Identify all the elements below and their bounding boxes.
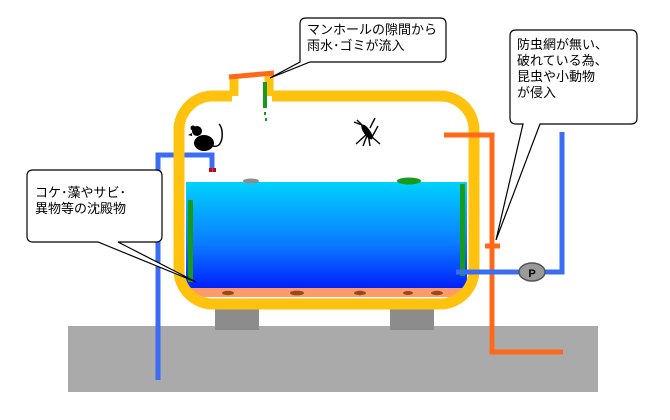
callout-manhole-line-2: 雨水･ゴミが流入 — [307, 39, 405, 54]
floating-debris — [243, 178, 259, 184]
inlet-pipe — [155, 152, 215, 380]
callout-sediment-text: コケ･藻やサビ･ 異物等の沈殿物 — [35, 186, 163, 218]
algae-left-wall — [188, 200, 193, 282]
callout-insect-net-line-2: 破れている為、 — [517, 54, 608, 69]
callout-manhole-line-1: マンホールの隙間から — [307, 23, 438, 38]
pump-label: P — [528, 268, 535, 280]
callout-insect-net-line-3: 昆虫や小動物 — [517, 70, 596, 85]
callout-sediment-line-2: 異物等の沈殿物 — [35, 202, 127, 217]
rat-icon — [188, 123, 223, 172]
callout-manhole — [269, 17, 447, 79]
callout-insect-net-text: 防虫網が無い、 破れている為、 昆虫や小動物 が侵入 — [517, 38, 639, 102]
callout-insect-net-line-4: が侵入 — [517, 86, 557, 101]
ground — [68, 326, 598, 392]
sediment-specks — [222, 290, 443, 296]
callout-manhole-text: マンホールの隙間から 雨水･ゴミが流入 — [307, 23, 447, 55]
floating-algae — [397, 177, 421, 185]
supply-pipe — [544, 132, 565, 275]
callout-insect-net-line-1: 防虫網が無い、 — [517, 38, 609, 53]
tank-body — [173, 90, 480, 310]
sediment-layer — [188, 288, 466, 297]
mosquito-icon — [353, 117, 381, 147]
callout-sediment-line-1: コケ･藻やサビ･ — [35, 186, 127, 201]
callout-sediment — [26, 169, 197, 283]
callout-insect-net — [495, 29, 638, 241]
manhole-debris — [263, 82, 267, 121]
algae-right-wall — [460, 184, 465, 276]
pump-icon: P — [518, 262, 546, 282]
water — [186, 182, 467, 294]
manhole-lid — [228, 70, 275, 80]
